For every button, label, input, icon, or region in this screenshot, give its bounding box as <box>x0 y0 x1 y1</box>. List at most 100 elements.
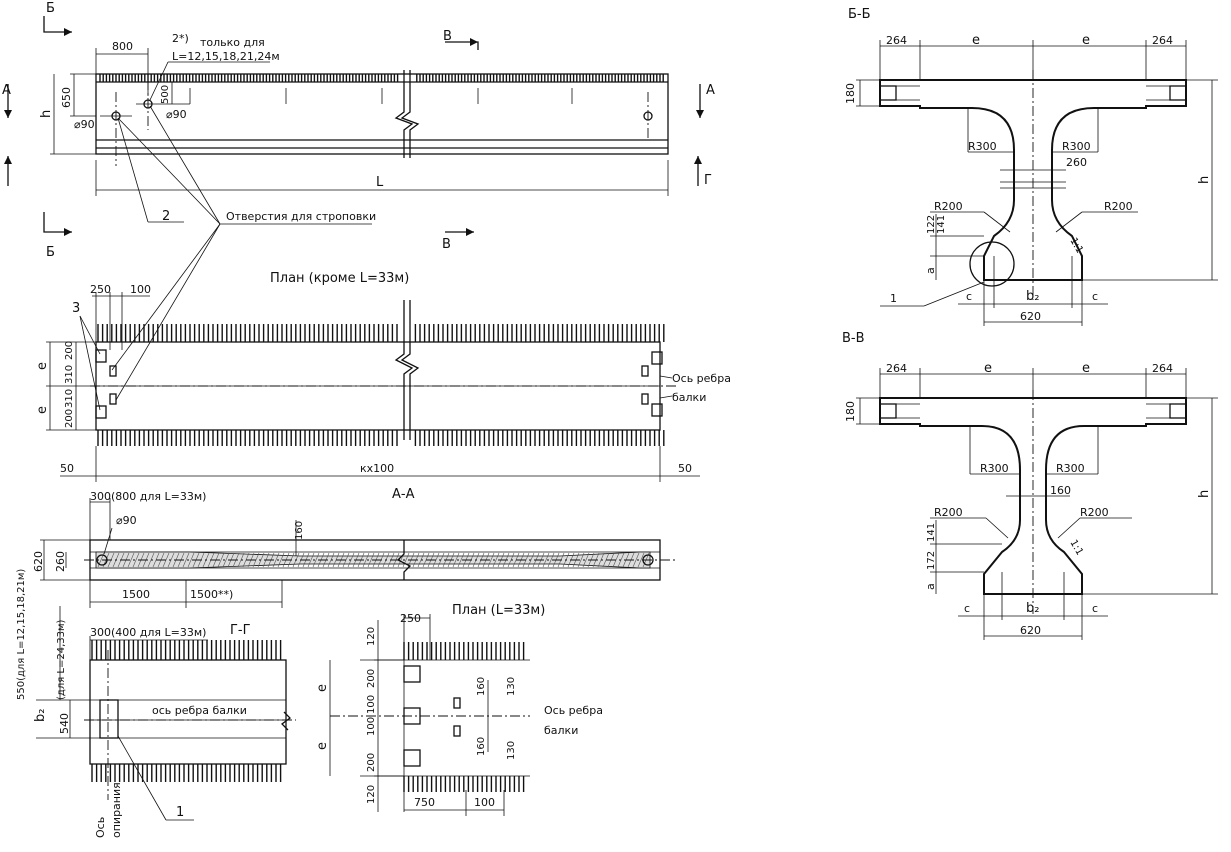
vv-dim-264-right: 264 <box>1152 362 1173 375</box>
dim-50-left: 50 <box>60 462 74 475</box>
vv-slope: 1:1 <box>1067 538 1085 557</box>
section-gg-title: Г-Г <box>230 623 251 638</box>
bb-r300-right: R300 <box>1062 140 1091 153</box>
p33-hole <box>453 725 461 737</box>
hatch-line <box>217 552 225 568</box>
hatch-line <box>542 552 550 568</box>
support-axis-2: опирания <box>110 782 123 838</box>
bb-detail-circle <box>969 241 1015 287</box>
section-mark-b-top: Б <box>46 1 55 16</box>
bb-slope: 1:1 <box>1067 236 1085 255</box>
dim-50-right: 50 <box>678 462 692 475</box>
section-vv-title: В-В <box>842 331 865 346</box>
p33-slot <box>403 749 421 767</box>
vv-dim-b2: b₂ <box>1026 601 1039 616</box>
p33-dim-200a: 200 <box>366 669 377 688</box>
bb-dim-122: 122 <box>926 215 937 234</box>
plan-slot <box>95 405 107 419</box>
section-gg: Г-Г 300(400 для L=33м) ось ребра балки О… <box>16 569 296 838</box>
vv-dim-180: 180 <box>844 401 857 422</box>
holes-label: Отверстия для строповки <box>226 210 376 223</box>
p33-dim-250: 250 <box>400 612 421 625</box>
section-mark-a-left: А <box>2 83 11 98</box>
axis-label-1: Ось ребра <box>672 372 731 385</box>
bb-dim-c-left: c <box>966 290 972 303</box>
dim-540-note: (для L=24,33м) <box>56 619 67 700</box>
dim-260: 260 <box>54 551 67 572</box>
p33-dim-200b: 200 <box>366 753 377 772</box>
p33-dim-e1: e <box>315 684 330 692</box>
p33-dim-130b: 130 <box>506 741 517 760</box>
hatch-line <box>182 552 190 568</box>
section-aa-title: А-А <box>392 487 415 502</box>
note-lengths: L=12,15,18,21,24м <box>172 50 280 63</box>
vv-dim-264-left: 264 <box>886 362 907 375</box>
dim-200b: 200 <box>64 409 75 428</box>
vv-dim-c-right: c <box>1092 602 1098 615</box>
callout-3: 3 <box>72 301 80 316</box>
dim-160: 160 <box>294 521 305 540</box>
p33-dim-160a: 160 <box>476 677 487 696</box>
dim-300: 300(800 для L=33м) <box>90 490 206 503</box>
note-2: 2*) <box>172 32 189 45</box>
callout-2: 2 <box>162 209 170 224</box>
dim-250: 250 <box>90 283 111 296</box>
gg-axis-label: ось ребра балки <box>152 704 247 717</box>
axis-label-2: балки <box>672 391 706 404</box>
bb-dim-a: a <box>924 267 937 274</box>
plan-view: План (кроме L=33м) 250 100 3 e e <box>35 271 731 482</box>
dia-90: ⌀90 <box>116 514 137 527</box>
hatch-line <box>452 552 460 568</box>
hatch-line <box>312 552 320 568</box>
vv-r200-right: R200 <box>1080 506 1109 519</box>
bb-dim-264-right: 264 <box>1152 34 1173 47</box>
plan-slot <box>641 365 649 377</box>
hatch-line <box>637 552 645 568</box>
note-only-for: только для <box>200 36 265 49</box>
support-axis-1: Ось <box>94 817 107 838</box>
vv-dim-a: a <box>924 583 937 590</box>
vv-dim-160: 160 <box>1050 484 1071 497</box>
hatch-line <box>632 552 640 568</box>
p33-dim-120a: 120 <box>366 627 377 646</box>
dim-310b: 310 <box>64 389 75 408</box>
hatch-line <box>577 552 585 568</box>
p33-dim-100b: 100 <box>366 717 377 736</box>
dim-e2: e <box>35 406 50 414</box>
p33-dim-120b: 120 <box>366 785 377 804</box>
dim-L: L <box>376 175 384 190</box>
vv-dim-e-left: e <box>984 361 992 376</box>
plan-ticks-top <box>97 324 665 342</box>
dia-90-a: ⌀90 <box>74 118 95 131</box>
beam-elevation: Б В 800 2*) <box>2 1 715 401</box>
plan-33-title: План (L=33м) <box>452 603 545 618</box>
dim-620: 620 <box>32 551 45 572</box>
plan-33-ticks <box>403 642 525 792</box>
dim-b2: b₂ <box>33 709 48 722</box>
p33-dim-160b: 160 <box>476 737 487 756</box>
p33-dim-100c: 100 <box>474 796 495 809</box>
bb-dim-141: 141 <box>936 215 947 234</box>
vv-dim-620: 620 <box>1020 624 1041 637</box>
gg-ticks <box>91 640 282 782</box>
vv-dim-h: h <box>1197 490 1212 498</box>
dia-90-b: ⌀90 <box>166 108 187 121</box>
bearing-plate <box>99 699 119 739</box>
bb-flange-insert <box>1169 85 1187 101</box>
gg-callout-1: 1 <box>176 805 184 820</box>
bb-dim-180: 180 <box>844 83 857 104</box>
plan-slot <box>641 393 649 405</box>
p33-dim-130a: 130 <box>506 677 517 696</box>
bb-flange-insert <box>879 85 897 101</box>
dim-100: 100 <box>130 283 151 296</box>
dim-500: 500 <box>160 85 171 104</box>
p33-slot <box>403 665 421 683</box>
bb-dim-b2: b₂ <box>1026 289 1039 304</box>
p33-dim-750: 750 <box>414 796 435 809</box>
hatch-line <box>582 552 590 568</box>
hatch-line <box>402 552 410 568</box>
bb-dim-e-left: e <box>972 33 980 48</box>
vv-dim-141: 141 <box>926 523 937 542</box>
dim-300-gg: 300(400 для L=33м) <box>90 626 206 639</box>
